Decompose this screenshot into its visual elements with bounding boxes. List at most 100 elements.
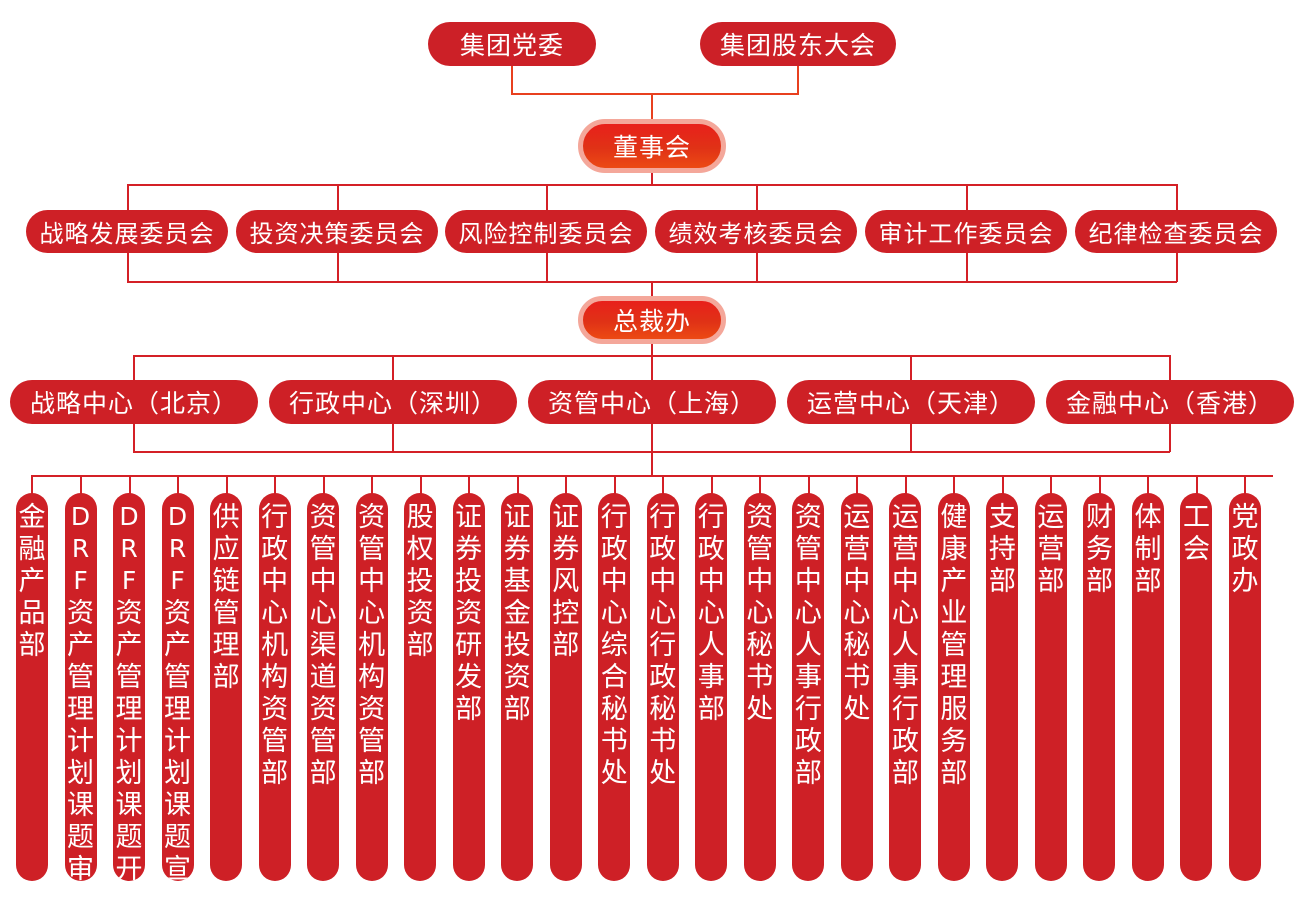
- department-char: 心: [358, 598, 386, 629]
- connector-dept-drop-25: [1196, 475, 1198, 495]
- department-label: 党政办: [1232, 502, 1259, 598]
- node-center-5[interactable]: 金融中心（香港）: [1046, 380, 1294, 424]
- node-department-26[interactable]: 党政办: [1229, 493, 1261, 881]
- department-char: 研: [455, 630, 483, 661]
- department-char: 管: [115, 662, 143, 693]
- node-department-13[interactable]: 行政中心综合秘书处: [598, 493, 631, 881]
- department-char: 资: [309, 502, 337, 533]
- node-department-17[interactable]: 资管中心人事行政部: [792, 493, 825, 881]
- node-party-committee[interactable]: 集团党委: [428, 22, 596, 66]
- node-department-6[interactable]: 行政中心机构资管部: [258, 493, 291, 881]
- department-char: 理: [164, 694, 192, 725]
- node-committee-4[interactable]: 绩效考核委员会: [655, 210, 857, 253]
- node-department-18[interactable]: 运营中心秘书处: [840, 493, 873, 881]
- department-char: 计: [115, 726, 143, 757]
- node-shareholders-meeting[interactable]: 集团股东大会: [700, 22, 896, 66]
- node-department-10[interactable]: 证券投资研发部: [452, 493, 485, 881]
- department-char: 管: [358, 726, 386, 757]
- department-char: 政: [649, 534, 677, 565]
- node-department-16[interactable]: 资管中心秘书处: [743, 493, 776, 881]
- node-committee-6[interactable]: 纪律检查委员会: [1075, 210, 1277, 253]
- department-char: 权: [406, 534, 434, 565]
- department-char: 审: [67, 854, 95, 881]
- department-char: 部: [1134, 566, 1162, 597]
- department-char: 书: [600, 726, 628, 757]
- department-char: 资: [358, 502, 386, 533]
- node-department-25[interactable]: 工会: [1180, 493, 1213, 881]
- department-char: 资: [115, 598, 143, 629]
- node-department-11[interactable]: 证券基金投资部: [501, 493, 534, 881]
- department-char: 心: [261, 598, 289, 629]
- node-label: 审计工作委员会: [878, 220, 1054, 248]
- department-char: 部: [455, 694, 483, 725]
- department-label: 供应链管理部: [213, 502, 240, 694]
- connector-dept-drop-12: [565, 475, 567, 495]
- node-department-24[interactable]: 体制部: [1131, 493, 1164, 881]
- connector-center-drop-5: [1169, 355, 1171, 380]
- connector-center-drop-2: [392, 355, 394, 380]
- department-label: 证券风控部: [552, 502, 579, 662]
- connector-dept-drop-13: [614, 475, 616, 495]
- node-department-22[interactable]: 运营部: [1034, 493, 1067, 881]
- department-char: 心: [649, 598, 677, 629]
- department-char: 供: [212, 502, 240, 533]
- node-center-3[interactable]: 资管中心（上海）: [528, 380, 776, 424]
- connector-party-down: [511, 66, 513, 94]
- department-char: 资: [746, 502, 774, 533]
- node-department-15[interactable]: 行政中心人事部: [695, 493, 728, 881]
- node-committee-5[interactable]: 审计工作委员会: [865, 210, 1067, 253]
- department-char: 划: [67, 758, 95, 789]
- node-department-14[interactable]: 行政中心行政秘书处: [646, 493, 679, 881]
- department-char: 计: [164, 726, 192, 757]
- node-department-3[interactable]: DRF资产管理计划课题开展部: [113, 493, 146, 881]
- department-label: 财务部: [1086, 502, 1113, 598]
- department-char: 行: [261, 502, 289, 533]
- connector-committee-up-5: [966, 253, 968, 282]
- node-department-5[interactable]: 供应链管理部: [210, 493, 243, 881]
- node-department-1[interactable]: 金融产品部: [16, 493, 48, 881]
- department-char: 中: [746, 566, 774, 597]
- node-department-23[interactable]: 财务部: [1083, 493, 1116, 881]
- department-char: 部: [891, 758, 919, 789]
- department-char: D: [119, 502, 139, 531]
- department-char: 划: [115, 758, 143, 789]
- connector-committee-up-1: [127, 253, 129, 282]
- node-department-9[interactable]: 股权投资部: [404, 493, 437, 881]
- node-department-12[interactable]: 证券风控部: [549, 493, 582, 881]
- department-char: R: [71, 534, 90, 563]
- department-char: 秘: [649, 694, 677, 725]
- node-department-8[interactable]: 资管中心机构资管部: [355, 493, 388, 881]
- node-department-20[interactable]: 健康产业管理服务部: [937, 493, 970, 881]
- department-char: 综: [600, 630, 628, 661]
- node-committee-2[interactable]: 投资决策委员会: [236, 210, 438, 253]
- node-center-1[interactable]: 战略中心（北京）: [10, 380, 258, 424]
- connector-center-up-2: [392, 424, 394, 452]
- connector-center-drop-1: [133, 355, 135, 380]
- node-committee-3[interactable]: 风险控制委员会: [445, 210, 647, 253]
- department-char: 行: [891, 694, 919, 725]
- node-department-21[interactable]: 支持部: [986, 493, 1019, 881]
- connector-dept-drop-19: [905, 475, 907, 495]
- node-committee-1[interactable]: 战略发展委员会: [26, 210, 228, 253]
- department-char: 中: [649, 566, 677, 597]
- node-department-7[interactable]: 资管中心渠道资管部: [307, 493, 340, 881]
- connector-dept-drop-10: [468, 475, 470, 495]
- department-char: 部: [309, 758, 337, 789]
- node-department-2[interactable]: DRF资产管理计划课题审核部: [64, 493, 97, 881]
- node-department-19[interactable]: 运营中心人事行政部: [889, 493, 922, 881]
- department-char: 营: [843, 534, 871, 565]
- connector-committee-drop-3: [546, 184, 548, 210]
- department-char: 政: [1231, 534, 1259, 565]
- node-center-4[interactable]: 运营中心（天津）: [787, 380, 1035, 424]
- node-president-office[interactable]: 总裁办: [578, 296, 726, 344]
- department-char: 部: [794, 758, 822, 789]
- node-label: 风险控制委员会: [458, 220, 634, 248]
- node-label: 董事会: [612, 133, 691, 162]
- connector-center-up-1: [133, 424, 135, 452]
- node-center-2[interactable]: 行政中心（深圳）: [269, 380, 517, 424]
- department-char: 部: [406, 630, 434, 661]
- node-department-4[interactable]: DRF资产管理计划课题宣传部: [161, 493, 194, 881]
- department-char: 部: [1037, 566, 1065, 597]
- node-board-of-directors[interactable]: 董事会: [578, 119, 726, 173]
- department-label: 运营中心人事行政部: [892, 502, 919, 790]
